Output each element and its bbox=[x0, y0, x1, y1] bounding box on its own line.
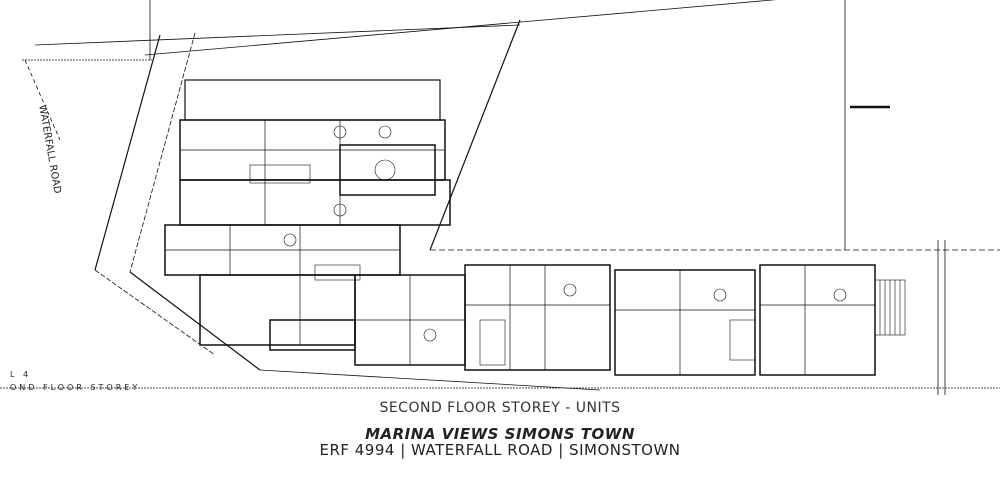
drawing-subtitle: SECOND FLOOR STOREY - UNITS bbox=[379, 400, 621, 416]
building-units bbox=[164, 79, 906, 376]
level-label: L 4 bbox=[10, 370, 32, 379]
storey-label: OND FLOOR STOREY bbox=[10, 383, 141, 392]
site-boundary bbox=[0, 0, 1000, 395]
stair-hatch bbox=[249, 164, 906, 366]
project-address: ERF 4994 | WATERFALL ROAD | SIMONSTOWN bbox=[319, 441, 681, 459]
project-title: MARINA VIEWS SIMONS TOWN bbox=[365, 425, 635, 443]
